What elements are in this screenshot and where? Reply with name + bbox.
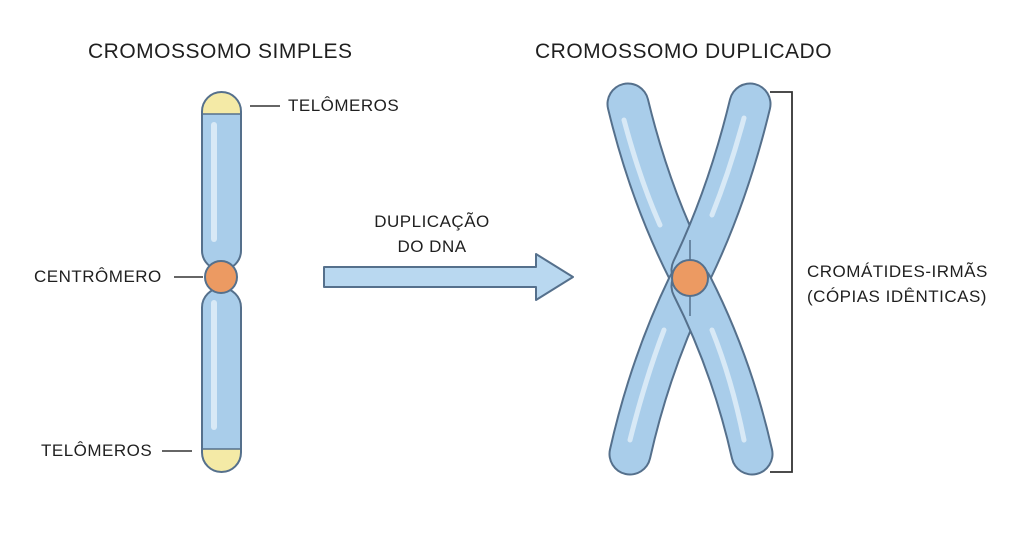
telomere-bottom-cap (202, 449, 241, 472)
label-centromere: CENTRÔMERO (34, 267, 162, 286)
label-chromatids-line2: (CÓPIAS IDÊNTICAS) (807, 287, 987, 306)
label-telomeres-bottom: TELÔMEROS (41, 441, 153, 460)
duplicated-chromosome-title: CROMOSSOMO DUPLICADO (535, 40, 833, 63)
duplicated-centromere (671, 259, 709, 297)
label-telomeres-top: TELÔMEROS (288, 96, 400, 115)
simple-centromere (204, 260, 238, 294)
simple-chromosome-top-arm (201, 91, 242, 271)
simple-chromosome-title: CROMOSSOMO SIMPLES (88, 40, 353, 63)
chromatids-bracket (770, 91, 793, 473)
simple-chromosome-bottom-arm (201, 287, 242, 473)
telomere-top-cap (202, 92, 241, 114)
duplicated-chromosome (606, 82, 774, 476)
label-duplication-line1: DUPLICAÇÃO (374, 212, 490, 231)
label-chromatids-line1: CROMÁTIDES-IRMÃS (807, 262, 988, 281)
duplication-arrow (323, 253, 574, 301)
label-duplication-line2: DO DNA (397, 237, 467, 256)
